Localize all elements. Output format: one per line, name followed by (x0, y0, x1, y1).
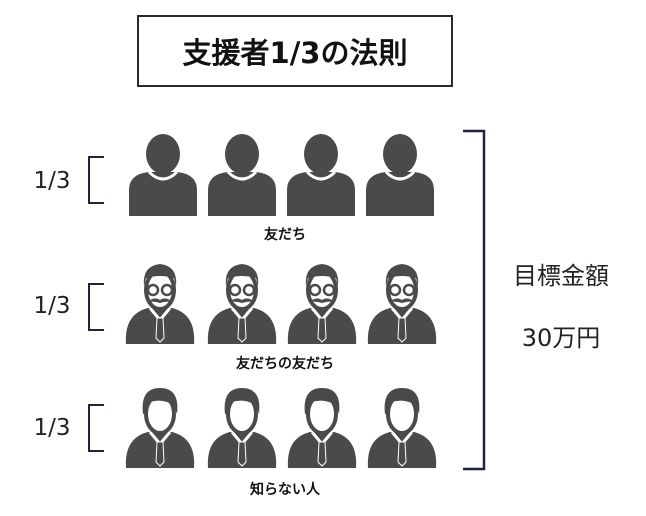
fraction-label: 1/3 (33, 293, 71, 319)
person-silhouette-icon (127, 132, 199, 218)
businessman-icon (285, 386, 359, 470)
fraction-label: 1/3 (33, 168, 71, 194)
row-friends-of-friends-icons (123, 262, 439, 346)
businessman-icon (205, 386, 279, 470)
person-silhouette-icon (364, 132, 436, 218)
group-label: 友だちの友だち (236, 356, 334, 372)
row-strangers-icons (123, 386, 439, 470)
fraction-label: 1/3 (33, 415, 71, 441)
row-friends-icons (127, 132, 436, 218)
group-label: 友だち (264, 227, 306, 243)
businessman-icon (123, 386, 197, 470)
left-bracket (88, 156, 104, 204)
person-silhouette-icon (206, 132, 278, 218)
page-title: 支援者1/3の法則 (137, 15, 453, 87)
goal-label: 目標金額 (513, 262, 609, 290)
man-glasses-mustache-icon (285, 262, 359, 346)
man-glasses-mustache-icon (123, 262, 197, 346)
businessman-icon (365, 386, 439, 470)
man-glasses-mustache-icon (365, 262, 439, 346)
total-bracket (463, 129, 486, 471)
person-silhouette-icon (285, 132, 357, 218)
left-bracket (88, 283, 104, 331)
man-glasses-mustache-icon (205, 262, 279, 346)
goal-amount: 30万円 (521, 324, 601, 352)
group-label: 知らない人 (250, 482, 320, 498)
left-bracket (88, 404, 104, 452)
